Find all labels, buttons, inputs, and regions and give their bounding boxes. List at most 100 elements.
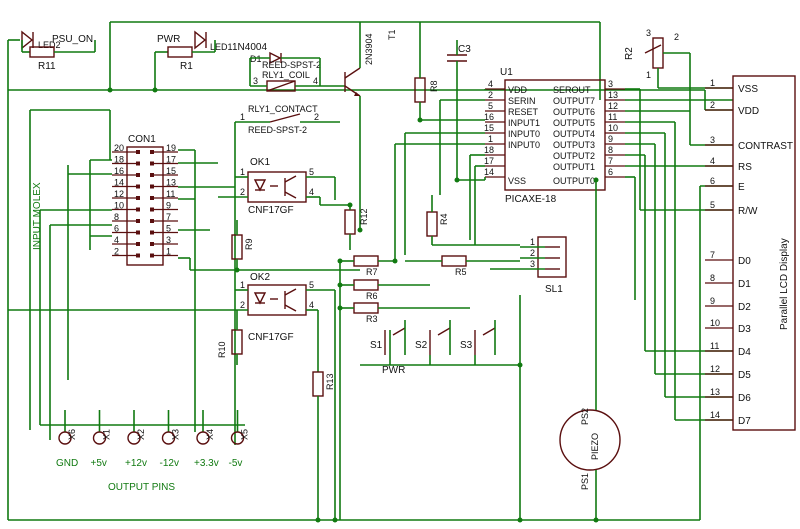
output-pin-label: GND xyxy=(56,458,78,469)
piezo-pin1: PS1 xyxy=(580,473,590,490)
mcu-lpin-0: 4 xyxy=(488,79,493,89)
mcu-mpin-2: 15 xyxy=(484,123,494,133)
output-pins-title: OUTPUT PINS xyxy=(108,482,175,493)
led1-group: PWR LED1 R1 xyxy=(154,30,233,90)
lcd-pin-name: CONTRAST xyxy=(738,141,793,152)
con1-right-num: 7 xyxy=(166,212,171,222)
output-pin-label: +3.3v xyxy=(194,458,219,469)
output-pin-ref: X3 xyxy=(171,429,181,440)
mcu-right-name-1: OUTPUT7 xyxy=(553,96,595,106)
pot-pin1: 1 xyxy=(646,70,651,80)
output-pin-label: +12v xyxy=(125,458,147,469)
mcu-left-name-0: VDD xyxy=(508,85,528,95)
con1-right-num: 15 xyxy=(166,166,176,176)
lcd-pin-name: VDD xyxy=(738,106,759,117)
ok1-pin5: 5 xyxy=(309,167,314,177)
ok1-pin2: 2 xyxy=(240,187,245,197)
lcd-pin-name: D4 xyxy=(738,347,751,358)
output-pin-ref: X5 xyxy=(240,429,250,440)
c3-group: C3 xyxy=(447,40,471,180)
d1-label: D1 xyxy=(250,54,262,64)
contact-label: RLY1_CONTACT xyxy=(248,104,318,114)
mcu-lpin-3: 1 xyxy=(488,134,493,144)
r8-group: R8 xyxy=(414,22,439,120)
ok1-model: CNF17GF xyxy=(248,205,294,216)
r7-group: R7 xyxy=(340,255,395,277)
coil-label: RLY1_COIL xyxy=(262,70,310,80)
contact-pin1: 1 xyxy=(240,112,245,122)
lcd-pin-name: D7 xyxy=(738,416,751,427)
mcu-lpin-6: 14 xyxy=(484,167,494,177)
lcd-title: Parallel LCD Display xyxy=(779,238,790,330)
mcu-rpin-4: 10 xyxy=(608,123,618,133)
con1-right-num: 3 xyxy=(166,235,171,245)
junctions xyxy=(107,87,599,523)
mcu-right-name-8: OUTPUT0 xyxy=(553,176,595,186)
ok2: OK2 CNF17GF 1 2 5 4 xyxy=(8,272,336,520)
con1-right-num: 17 xyxy=(166,155,176,165)
r5-label: R5 xyxy=(455,267,467,277)
con1-pin-pad xyxy=(150,196,154,200)
output-pin-terminal xyxy=(196,431,210,445)
s3-label: S3 xyxy=(460,340,473,351)
lcd-pin-num: 7 xyxy=(710,250,715,260)
sl1: 1 2 3 SL1 xyxy=(490,236,567,295)
output-pin-label: +5v xyxy=(91,458,107,469)
lcd-pin-name: D6 xyxy=(738,393,751,404)
mcu-left-name-4: INPUT0 xyxy=(508,129,540,139)
lcd-pin-num: 14 xyxy=(710,410,720,420)
mcu-right-name-2: OUTPUT6 xyxy=(553,107,595,117)
piezo: PIEZO PS2 PS1 xyxy=(559,180,621,520)
mcu-mpin-1: 16 xyxy=(484,112,494,122)
r11-label: R11 xyxy=(38,61,56,72)
con1-right-num: 11 xyxy=(166,189,175,199)
ok2-label: OK2 xyxy=(250,272,270,283)
con1-pin-pad xyxy=(150,219,154,223)
r2-label: R2 xyxy=(624,47,635,60)
r4-label: R4 xyxy=(439,213,449,225)
con1-left-num: 2 xyxy=(114,247,119,257)
pwr-switch-label: PWR xyxy=(382,365,405,376)
lcd-pin-num: 8 xyxy=(710,273,715,283)
con1-label: CON1 xyxy=(128,134,156,145)
output-pin-ref: X1 xyxy=(102,429,112,440)
output-pin-label: -12v xyxy=(160,458,179,469)
con1-pin-pad xyxy=(150,161,154,166)
lcd-pin-num: 9 xyxy=(710,296,715,306)
transistor-model: 2N3904 xyxy=(364,33,374,65)
contact-pin2: 2 xyxy=(314,112,319,122)
con1-pin-pad xyxy=(150,242,154,246)
lcd-pin-num: 6 xyxy=(710,176,715,186)
ok2-pin4: 4 xyxy=(309,300,314,310)
pot-pin3: 3 xyxy=(646,28,651,38)
con1-pin-pad xyxy=(136,207,140,212)
switches: S1 S2 S3 PWR xyxy=(360,295,521,520)
coil-pin4: 4 xyxy=(313,76,318,86)
lcd-pin-name: D1 xyxy=(738,279,751,290)
lcd-pin-num: 5 xyxy=(710,200,715,210)
con1-pin-pad xyxy=(136,150,140,154)
lcd-pin-num: 1 xyxy=(710,78,715,88)
mcu-rpin-5: 9 xyxy=(608,134,613,144)
ok1-pin4: 4 xyxy=(309,187,314,197)
ok2-pin2: 2 xyxy=(240,300,245,310)
con1-right-num: 19 xyxy=(166,143,176,153)
reed2-label: REED-SPST-2 xyxy=(248,125,307,135)
lcd-pin-num: 11 xyxy=(710,341,719,351)
mcu: U1 PICAXE-18 VDD SERIN RESET INPUT1 INPU… xyxy=(484,67,625,205)
lcd-pin-num: 13 xyxy=(710,387,720,397)
s1-label: S1 xyxy=(370,340,383,351)
r4-group: R4 xyxy=(426,195,520,246)
con1-left-num: 20 xyxy=(114,143,124,153)
mcu-rpin-2: 12 xyxy=(608,101,618,111)
con1-pin-pad xyxy=(136,253,140,258)
s2-label: S2 xyxy=(415,340,428,351)
con1-right-num: 9 xyxy=(166,201,171,211)
mcu-left-name-6: VSS xyxy=(508,176,526,186)
mcu-mpin-0: 5 xyxy=(488,101,493,111)
led2-label: LED2 xyxy=(38,40,61,50)
ok1-label: OK1 xyxy=(250,157,270,168)
r3-group: R3 xyxy=(339,261,470,520)
con1-right-num: 13 xyxy=(166,178,176,188)
